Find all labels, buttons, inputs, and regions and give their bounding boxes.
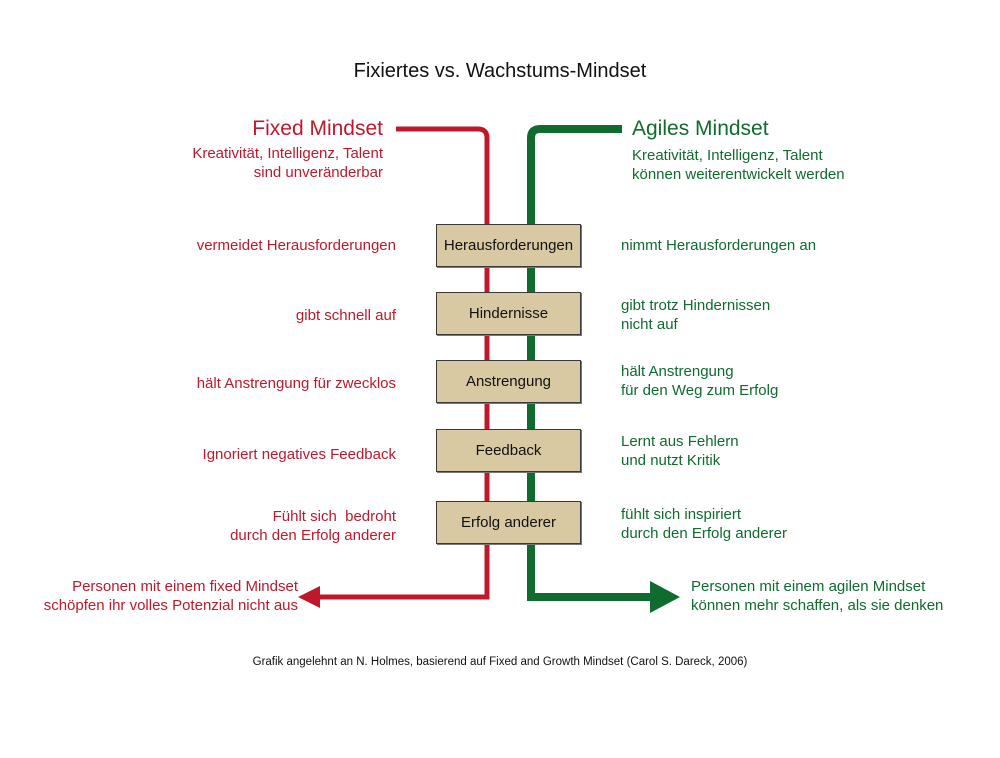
- agile-outcome-line1: Personen mit einem agilen Mindset: [691, 578, 926, 595]
- fixed-outcome-line1: Personen mit einem fixed Mindset: [72, 578, 298, 595]
- fixed-text-line: Ignoriert negatives Feedback: [202, 446, 396, 463]
- agile-text-herausforderungen: nimmt Herausforderungen an: [621, 236, 921, 255]
- agile-text-line: Lernt aus Fehlern: [621, 433, 739, 450]
- node-hindernisse: Hindernisse: [436, 292, 581, 335]
- fixed-text-feedback: Ignoriert negatives Feedback: [100, 445, 396, 464]
- node-anstrengung: Anstrengung: [436, 360, 581, 403]
- agile-text-hindernisse: gibt trotz Hindernissen nicht auf: [621, 296, 921, 334]
- fixed-mindset-path: [318, 126, 490, 600]
- fixed-outcome-line2: schöpfen ihr volles Potenzial nicht aus: [43, 597, 298, 614]
- fixed-text-line: Fühlt sich bedroht: [272, 508, 396, 525]
- agile-text-line: fühlt sich inspiriert: [621, 506, 742, 523]
- agile-belief-line1: Kreativität, Intelligenz, Talent: [632, 147, 823, 164]
- fixed-text-erfolg-anderer: Fühlt sich bedroht durch den Erfolg ande…: [100, 507, 396, 545]
- agile-text-line: hält Anstrengung: [621, 363, 734, 380]
- fixed-belief-line2: sind unveränderbar: [253, 164, 383, 181]
- agile-text-line: nimmt Herausforderungen an: [621, 237, 817, 254]
- diagram-title: Fixiertes vs. Wachstums-Mindset: [353, 60, 647, 82]
- fixed-belief-line1: Kreativität, Intelligenz, Talent: [192, 145, 383, 162]
- agile-mindset-belief: Kreativität, Intelligenz, Talent können …: [632, 146, 932, 184]
- agile-text-line: gibt trotz Hindernissen: [621, 297, 771, 314]
- node-herausforderungen: Herausforderungen: [436, 224, 581, 267]
- fixed-mindset-heading: Fixed Mindset: [252, 117, 383, 140]
- agile-text-line: nicht auf: [621, 316, 678, 333]
- agile-outcome: Personen mit einem agilen Mindset können…: [691, 577, 991, 615]
- node-erfolg-anderer: Erfolg anderer: [436, 501, 581, 544]
- fixed-text-line: hält Anstrengung für zwecklos: [196, 375, 396, 392]
- agile-text-erfolg-anderer: fühlt sich inspiriert durch den Erfolg a…: [621, 505, 921, 543]
- fixed-text-herausforderungen: vermeidet Herausforderungen: [100, 236, 396, 255]
- fixed-text-line: durch den Erfolg anderer: [230, 527, 396, 544]
- agile-belief-line2: können weiterentwickelt werden: [632, 166, 845, 183]
- fixed-text-line: vermeidet Herausforderungen: [196, 237, 396, 254]
- fixed-text-hindernisse: gibt schnell auf: [100, 306, 396, 325]
- fixed-text-line: gibt schnell auf: [295, 307, 396, 324]
- agile-mindset-heading: Agiles Mindset: [632, 117, 769, 140]
- agile-outcome-line2: können mehr schaffen, als sie denken: [691, 597, 944, 614]
- fixed-outcome: Personen mit einem fixed Mindset schöpfe…: [0, 577, 298, 615]
- source-caption: Grafik angelehnt an N. Holmes, basierend…: [252, 656, 748, 668]
- node-feedback: Feedback: [436, 429, 581, 472]
- fixed-arrowhead: [298, 586, 320, 608]
- fixed-mindset-belief: Kreativität, Intelligenz, Talent sind un…: [100, 144, 383, 182]
- agile-text-line: für den Weg zum Erfolg: [621, 382, 779, 399]
- agile-arrowhead: [650, 581, 680, 613]
- agile-text-line: durch den Erfolg anderer: [621, 525, 787, 542]
- fixed-text-anstrengung: hält Anstrengung für zwecklos: [100, 374, 396, 393]
- agile-text-feedback: Lernt aus Fehlern und nutzt Kritik: [621, 432, 921, 470]
- agile-mindset-path: [527, 125, 652, 601]
- agile-text-line: und nutzt Kritik: [621, 452, 721, 469]
- agile-text-anstrengung: hält Anstrengung für den Weg zum Erfolg: [621, 362, 921, 400]
